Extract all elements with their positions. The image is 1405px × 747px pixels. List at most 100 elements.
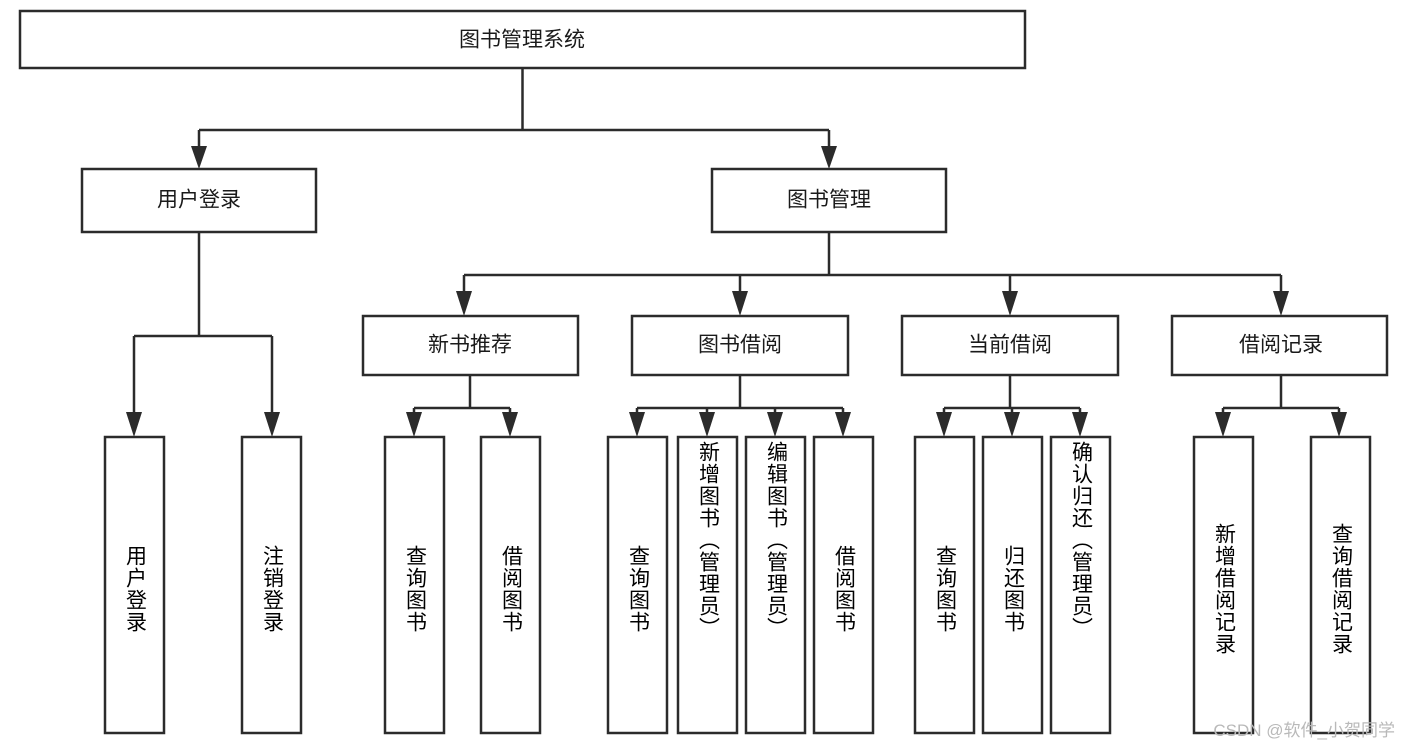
leaf-bb-borrow-book-label: 借阅图书 [832, 545, 856, 633]
node-borrow-record[interactable]: 借阅记录 [1170, 314, 1389, 377]
leaf-nb-borrow-book-box[interactable] [479, 435, 542, 735]
leaf-logout[interactable]: 注销登录 [240, 435, 303, 735]
arrow-head-bb-leaf-2 [699, 412, 715, 437]
node-root-box[interactable] [18, 9, 1027, 70]
leaf-cb-return-book[interactable]: 归还图书 [981, 435, 1044, 735]
node-new-book-recommend[interactable]: 新书推荐 [361, 314, 580, 377]
arrow-head-bb-leaf-3 [767, 412, 783, 437]
leaf-bb-add-book-label: 新增图书（管理员） [696, 441, 720, 639]
leaf-bb-edit-book-text-wrap: 编辑图书（管理员） [764, 441, 788, 639]
arrow-head-nb-leaf-1 [406, 412, 422, 437]
arrow-head-cb-leaf-1 [936, 412, 952, 437]
leaf-cb-confirm-return[interactable]: 确认归还（管理员） [1049, 435, 1112, 735]
leaf-br-add-record-box[interactable] [1192, 435, 1255, 735]
leaf-cb-query-book-box[interactable] [913, 435, 976, 735]
leaf-cb-return-book-text-wrap: 归还图书 [1001, 545, 1025, 633]
arrow-head-user-login [191, 146, 207, 169]
node-current-borrow-label: 当前借阅 [968, 334, 1052, 357]
arrow-head-cb-leaf-2 [1004, 412, 1020, 437]
leaf-cb-return-book-label: 归还图书 [1001, 545, 1025, 633]
leaf-cb-confirm-return-text-wrap: 确认归还（管理员） [1069, 441, 1093, 639]
leaf-bb-borrow-book-text-wrap: 借阅图书 [832, 545, 856, 633]
arrow-head-leaf-logout [264, 412, 280, 437]
arrow-head-leaf-user-login [126, 412, 142, 437]
connector-group-new-book [406, 375, 518, 437]
connector-group-book-mgmt [456, 232, 1289, 316]
leaf-cb-return-book-box[interactable] [981, 435, 1044, 735]
node-book-management-box[interactable] [710, 167, 948, 234]
leaf-br-add-record[interactable]: 新增借阅记录 [1192, 435, 1255, 735]
leaf-user-login-label: 用户登录 [123, 545, 147, 633]
arrow-head-book-mgmt [821, 146, 837, 169]
leaf-br-query-record-text-wrap: 查询借阅记录 [1330, 523, 1353, 655]
node-root-label: 图书管理系统 [459, 29, 585, 52]
leaf-bb-query-book[interactable]: 查询图书 [606, 435, 669, 735]
leaf-cb-query-book-text-wrap: 查询图书 [933, 545, 957, 633]
leaf-cb-query-book[interactable]: 查询图书 [913, 435, 976, 735]
leaf-nb-borrow-book[interactable]: 借阅图书 [479, 435, 542, 735]
node-book-management[interactable]: 图书管理 [710, 167, 948, 234]
arrow-head-current-borrow [1002, 291, 1018, 316]
leaf-br-add-record-label: 新增借阅记录 [1212, 523, 1236, 655]
arrow-head-book-borrow [732, 291, 748, 316]
leaf-cb-confirm-return-box[interactable] [1049, 435, 1112, 735]
node-book-management-label: 图书管理 [787, 189, 871, 212]
connector-group-user-login [126, 232, 280, 437]
arrow-head-borrow-record [1273, 291, 1289, 316]
node-user-login[interactable]: 用户登录 [80, 167, 318, 234]
leaf-bb-borrow-book-box[interactable] [812, 435, 875, 735]
node-book-borrow[interactable]: 图书借阅 [630, 314, 850, 377]
leaf-bb-query-book-text-wrap: 查询图书 [626, 545, 650, 633]
leaf-bb-query-book-label: 查询图书 [626, 545, 650, 633]
node-borrow-record-label: 借阅记录 [1239, 334, 1323, 357]
leaf-br-query-record-box[interactable] [1309, 435, 1372, 735]
leaf-logout-text-wrap: 注销登录 [260, 545, 284, 633]
node-current-borrow-box[interactable] [900, 314, 1120, 377]
leaf-logout-box[interactable] [240, 435, 303, 735]
leaf-user-login-text-wrap: 用户登录 [123, 545, 147, 633]
node-book-borrow-box[interactable] [630, 314, 850, 377]
node-new-book-recommend-label: 新书推荐 [428, 334, 512, 357]
node-borrow-record-box[interactable] [1170, 314, 1389, 377]
arrow-head-bb-leaf-1 [629, 412, 645, 437]
node-user-login-label: 用户登录 [157, 189, 241, 212]
connector-group-borrow-record [1215, 375, 1347, 437]
leaf-nb-query-book-label: 查询图书 [403, 545, 427, 633]
node-new-book-recommend-box[interactable] [361, 314, 580, 377]
arrow-head-bb-leaf-4 [835, 412, 851, 437]
connector-group-root [191, 68, 837, 169]
arrow-head-br-leaf-2 [1331, 412, 1347, 437]
leaf-user-login-box[interactable] [103, 435, 166, 735]
leaf-nb-query-book[interactable]: 查询图书 [383, 435, 446, 735]
connector-group-current-borrow [936, 375, 1088, 437]
connector-group-book-borrow [629, 375, 851, 437]
leaf-user-login[interactable]: 用户登录 [103, 435, 166, 735]
node-current-borrow[interactable]: 当前借阅 [900, 314, 1120, 377]
arrow-head-nb-leaf-2 [502, 412, 518, 437]
leaf-br-query-record[interactable]: 查询借阅记录 [1309, 435, 1372, 735]
leaf-bb-add-book-box[interactable] [676, 435, 739, 735]
leaf-bb-add-book-text-wrap: 新增图书（管理员） [696, 441, 720, 639]
node-root[interactable]: 图书管理系统 [18, 9, 1027, 70]
leaf-nb-borrow-book-text-wrap: 借阅图书 [499, 545, 523, 633]
leaf-cb-query-book-label: 查询图书 [933, 545, 957, 633]
leaf-br-add-record-text-wrap: 新增借阅记录 [1212, 523, 1236, 655]
leaf-bb-edit-book[interactable]: 编辑图书（管理员） [744, 435, 807, 735]
csdn-watermark: CSDN @软件_小贺同学 [1213, 721, 1395, 740]
leaf-bb-edit-book-box[interactable] [744, 435, 807, 735]
leaf-bb-query-book-box[interactable] [606, 435, 669, 735]
leaf-cb-confirm-return-label: 确认归还（管理员） [1069, 441, 1093, 639]
arrow-head-cb-leaf-3 [1072, 412, 1088, 437]
node-book-borrow-label: 图书借阅 [698, 334, 782, 357]
arrow-head-br-leaf-1 [1215, 412, 1231, 437]
leaf-nb-borrow-book-label: 借阅图书 [499, 545, 523, 633]
leaf-logout-label: 注销登录 [260, 545, 284, 633]
leaf-bb-add-book[interactable]: 新增图书（管理员） [676, 435, 739, 735]
leaf-bb-borrow-book[interactable]: 借阅图书 [812, 435, 875, 735]
node-user-login-box[interactable] [80, 167, 318, 234]
arrow-head-new-book [456, 291, 472, 316]
leaf-nb-query-book-box[interactable] [383, 435, 446, 735]
leaf-bb-edit-book-label: 编辑图书（管理员） [764, 441, 788, 639]
leaf-nb-query-book-text-wrap: 查询图书 [403, 545, 427, 633]
